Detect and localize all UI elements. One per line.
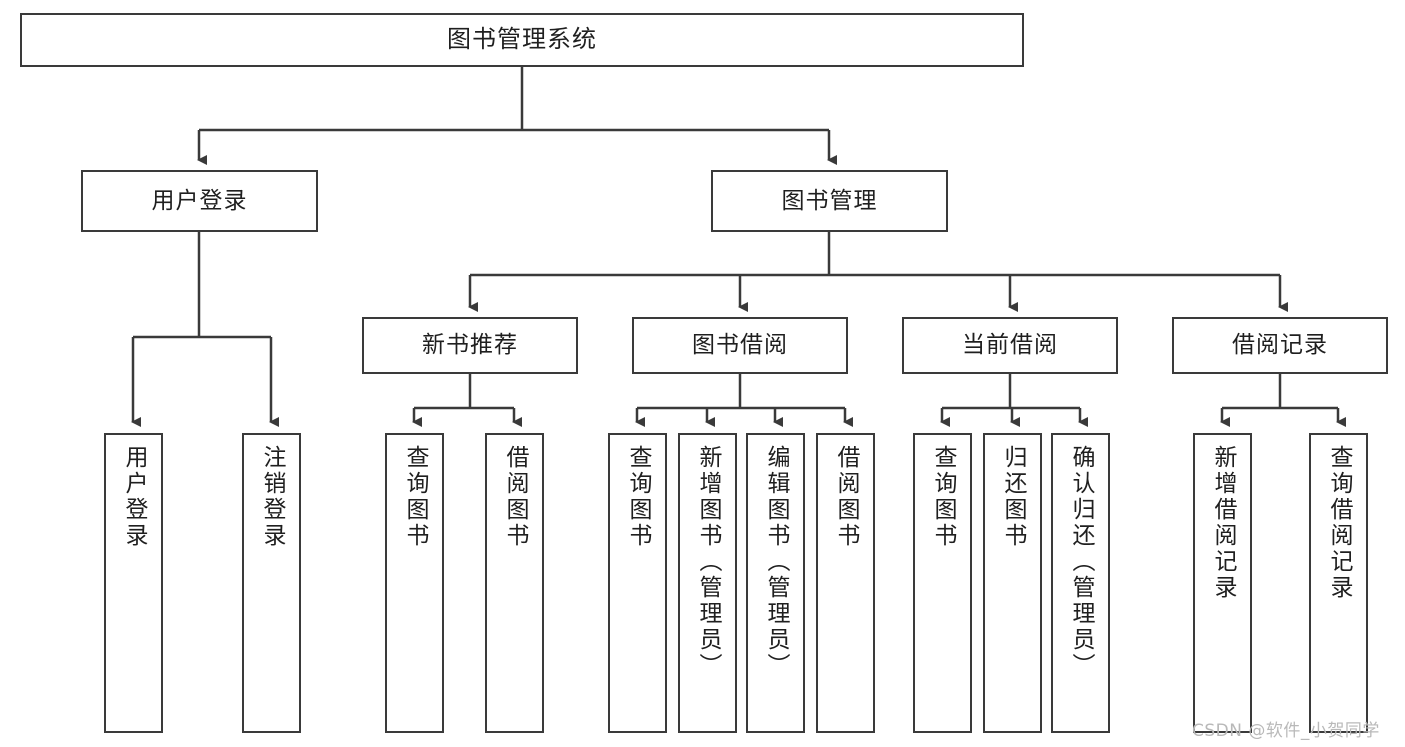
node-label: 用户登录 bbox=[121, 445, 147, 549]
node-root-system[interactable]: 图书管理系统 bbox=[20, 13, 1024, 67]
node-label: 注销登录 bbox=[259, 445, 285, 549]
leaf-book-borrow-query[interactable]: 查询图书 bbox=[608, 433, 667, 733]
node-label: 图书管理 bbox=[781, 187, 878, 214]
node-label: 借阅图书 bbox=[833, 445, 859, 549]
node-label: 确认归还（管理员） bbox=[1068, 445, 1094, 679]
leaf-book-borrow-lend[interactable]: 借阅图书 bbox=[816, 433, 875, 733]
node-new-book-recommend[interactable]: 新书推荐 bbox=[362, 317, 578, 374]
node-label: 查询图书 bbox=[625, 445, 651, 549]
node-book-borrow[interactable]: 图书借阅 bbox=[632, 317, 848, 374]
node-label: 归还图书 bbox=[1000, 445, 1026, 549]
node-user-login[interactable]: 用户登录 bbox=[81, 170, 318, 232]
leaf-borrow-record-query[interactable]: 查询借阅记录 bbox=[1309, 433, 1368, 733]
leaf-new-book-borrow[interactable]: 借阅图书 bbox=[485, 433, 544, 733]
node-label: 查询图书 bbox=[402, 445, 428, 549]
node-label: 图书借阅 bbox=[692, 332, 788, 359]
node-current-borrow[interactable]: 当前借阅 bbox=[902, 317, 1118, 374]
node-label: 用户登录 bbox=[151, 187, 248, 214]
csdn-watermark: CSDN @软件_小贺同学 bbox=[1192, 721, 1380, 741]
leaf-user-login-logout[interactable]: 注销登录 bbox=[242, 433, 301, 733]
node-label: 新书推荐 bbox=[422, 332, 518, 359]
node-book-management[interactable]: 图书管理 bbox=[711, 170, 948, 232]
leaf-book-borrow-add[interactable]: 新增图书（管理员） bbox=[678, 433, 737, 733]
leaf-user-login-login[interactable]: 用户登录 bbox=[104, 433, 163, 733]
leaf-current-borrow-return[interactable]: 归还图书 bbox=[983, 433, 1042, 733]
leaf-borrow-record-add[interactable]: 新增借阅记录 bbox=[1193, 433, 1252, 733]
node-label: 编辑图书（管理员） bbox=[763, 445, 789, 679]
leaf-book-borrow-edit[interactable]: 编辑图书（管理员） bbox=[746, 433, 805, 733]
node-borrow-record[interactable]: 借阅记录 bbox=[1172, 317, 1388, 374]
leaf-new-book-query[interactable]: 查询图书 bbox=[385, 433, 444, 733]
node-label: 借阅记录 bbox=[1232, 332, 1328, 359]
node-label: 图书管理系统 bbox=[447, 25, 597, 54]
node-label: 查询图书 bbox=[930, 445, 956, 549]
node-label: 新增图书（管理员） bbox=[695, 445, 721, 679]
node-label: 当前借阅 bbox=[962, 332, 1058, 359]
node-label: 查询借阅记录 bbox=[1326, 445, 1352, 601]
node-label: 新增借阅记录 bbox=[1210, 445, 1236, 601]
leaf-current-borrow-query[interactable]: 查询图书 bbox=[913, 433, 972, 733]
node-label: 借阅图书 bbox=[502, 445, 528, 549]
leaf-current-borrow-confirm-return[interactable]: 确认归还（管理员） bbox=[1051, 433, 1110, 733]
